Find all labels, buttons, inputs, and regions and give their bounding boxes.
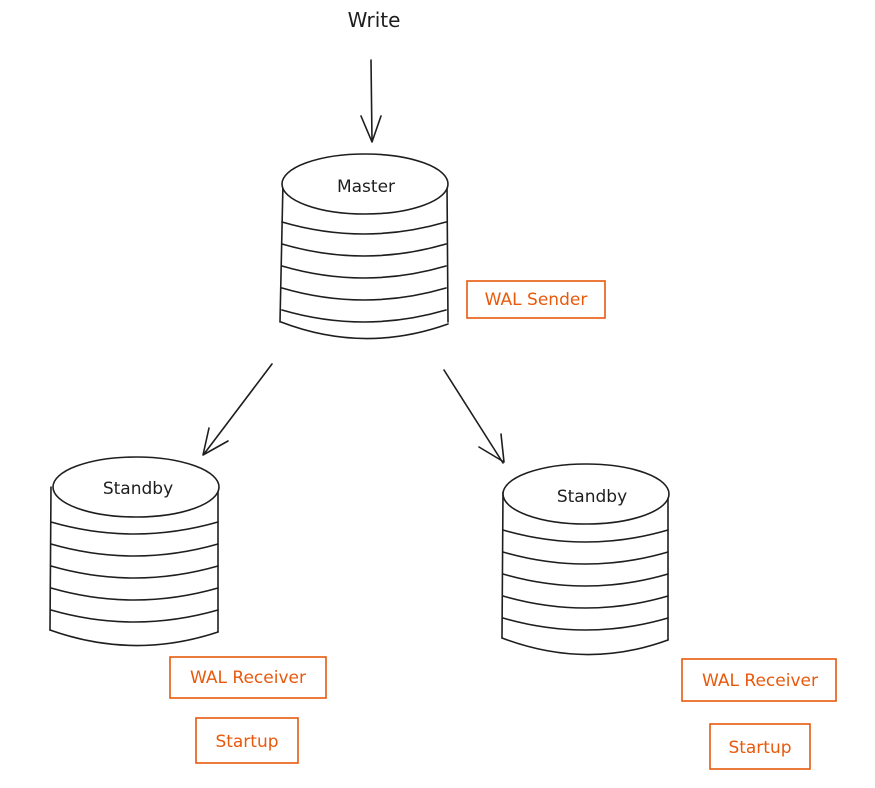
right-wal-receiver-label: WAL Receiver (702, 671, 818, 691)
replication-arrow-left (202, 363, 273, 456)
right-wal-receiver-box: WAL Receiver (681, 658, 837, 702)
standby-left-database: Standby (49, 456, 220, 647)
replication-arrow-right (443, 369, 505, 464)
left-wal-receiver-box: WAL Receiver (169, 656, 327, 699)
standby-right-label: Standby (557, 487, 627, 507)
standby-right-database: Standby (501, 463, 670, 656)
wal-sender-box: WAL Sender (466, 280, 606, 319)
right-startup-label: Startup (728, 738, 791, 758)
left-startup-box: Startup (195, 717, 299, 764)
left-wal-receiver-label: WAL Receiver (190, 668, 306, 688)
left-startup-label: Startup (215, 732, 278, 752)
master-label: Master (337, 177, 395, 197)
write-label: Write (348, 8, 401, 32)
standby-left-label: Standby (103, 479, 173, 499)
write-arrow (360, 59, 382, 143)
wal-sender-label: WAL Sender (485, 290, 588, 310)
right-startup-box: Startup (709, 723, 811, 770)
master-database: Master (279, 153, 449, 340)
